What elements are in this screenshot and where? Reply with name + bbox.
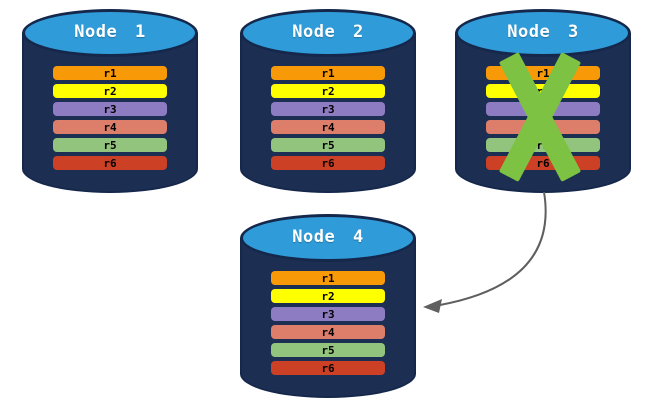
replica-row-r4: r4 [271,120,385,134]
replica-row-r2: r2 [271,289,385,303]
replica-rows: r1 r2 r3 r4 r5 r6 [271,271,385,379]
replica-row-r3: r3 [271,307,385,321]
replica-row-r6: r6 [486,156,600,170]
cylinder-top: Node 3 [455,9,631,57]
arrow-head-icon [423,299,442,313]
node-3-cylinder: Node 3 r1 r2 r3 r4 r5 r6 [455,9,631,193]
node-title: Node 4 [292,227,364,247]
node-title: Node 1 [74,22,146,42]
replica-row-r6: r6 [271,156,385,170]
cylinder-top: Node 4 [240,214,416,262]
node-4-cylinder: Node 4 r1 r2 r3 r4 r5 r6 [240,214,416,398]
replica-row-r1: r1 [271,66,385,80]
node-1-cylinder: Node 1 r1 r2 r3 r4 r5 r6 [22,9,198,193]
replica-row-r4: r4 [271,325,385,339]
replica-row-r3: r3 [271,102,385,116]
replica-rows: r1 r2 r3 r4 r5 r6 [53,66,167,174]
replica-row-r6: r6 [271,361,385,375]
replica-row-r3: r3 [53,102,167,116]
cylinder-top: Node 1 [22,9,198,57]
replica-row-r1: r1 [53,66,167,80]
node-title: Node 2 [292,22,364,42]
rebalance-arrow [423,191,547,313]
arrow-curve [439,191,547,306]
replica-rows: r1 r2 r3 r4 r5 r6 [486,66,600,174]
replica-rows: r1 r2 r3 r4 r5 r6 [271,66,385,174]
replica-row-r4: r4 [486,120,600,134]
replica-row-r5: r5 [486,138,600,152]
replica-row-r6: r6 [53,156,167,170]
replica-row-r1: r1 [271,271,385,285]
replica-row-r5: r5 [271,138,385,152]
replica-row-r5: r5 [271,343,385,357]
cylinder-top: Node 2 [240,9,416,57]
node-title: Node 3 [507,22,579,42]
replica-row-r1: r1 [486,66,600,80]
node-2-cylinder: Node 2 r1 r2 r3 r4 r5 r6 [240,9,416,193]
replica-row-r2: r2 [271,84,385,98]
replica-row-r5: r5 [53,138,167,152]
replica-row-r2: r2 [53,84,167,98]
replica-row-r4: r4 [53,120,167,134]
replica-row-r3: r3 [486,102,600,116]
replica-row-r2: r2 [486,84,600,98]
